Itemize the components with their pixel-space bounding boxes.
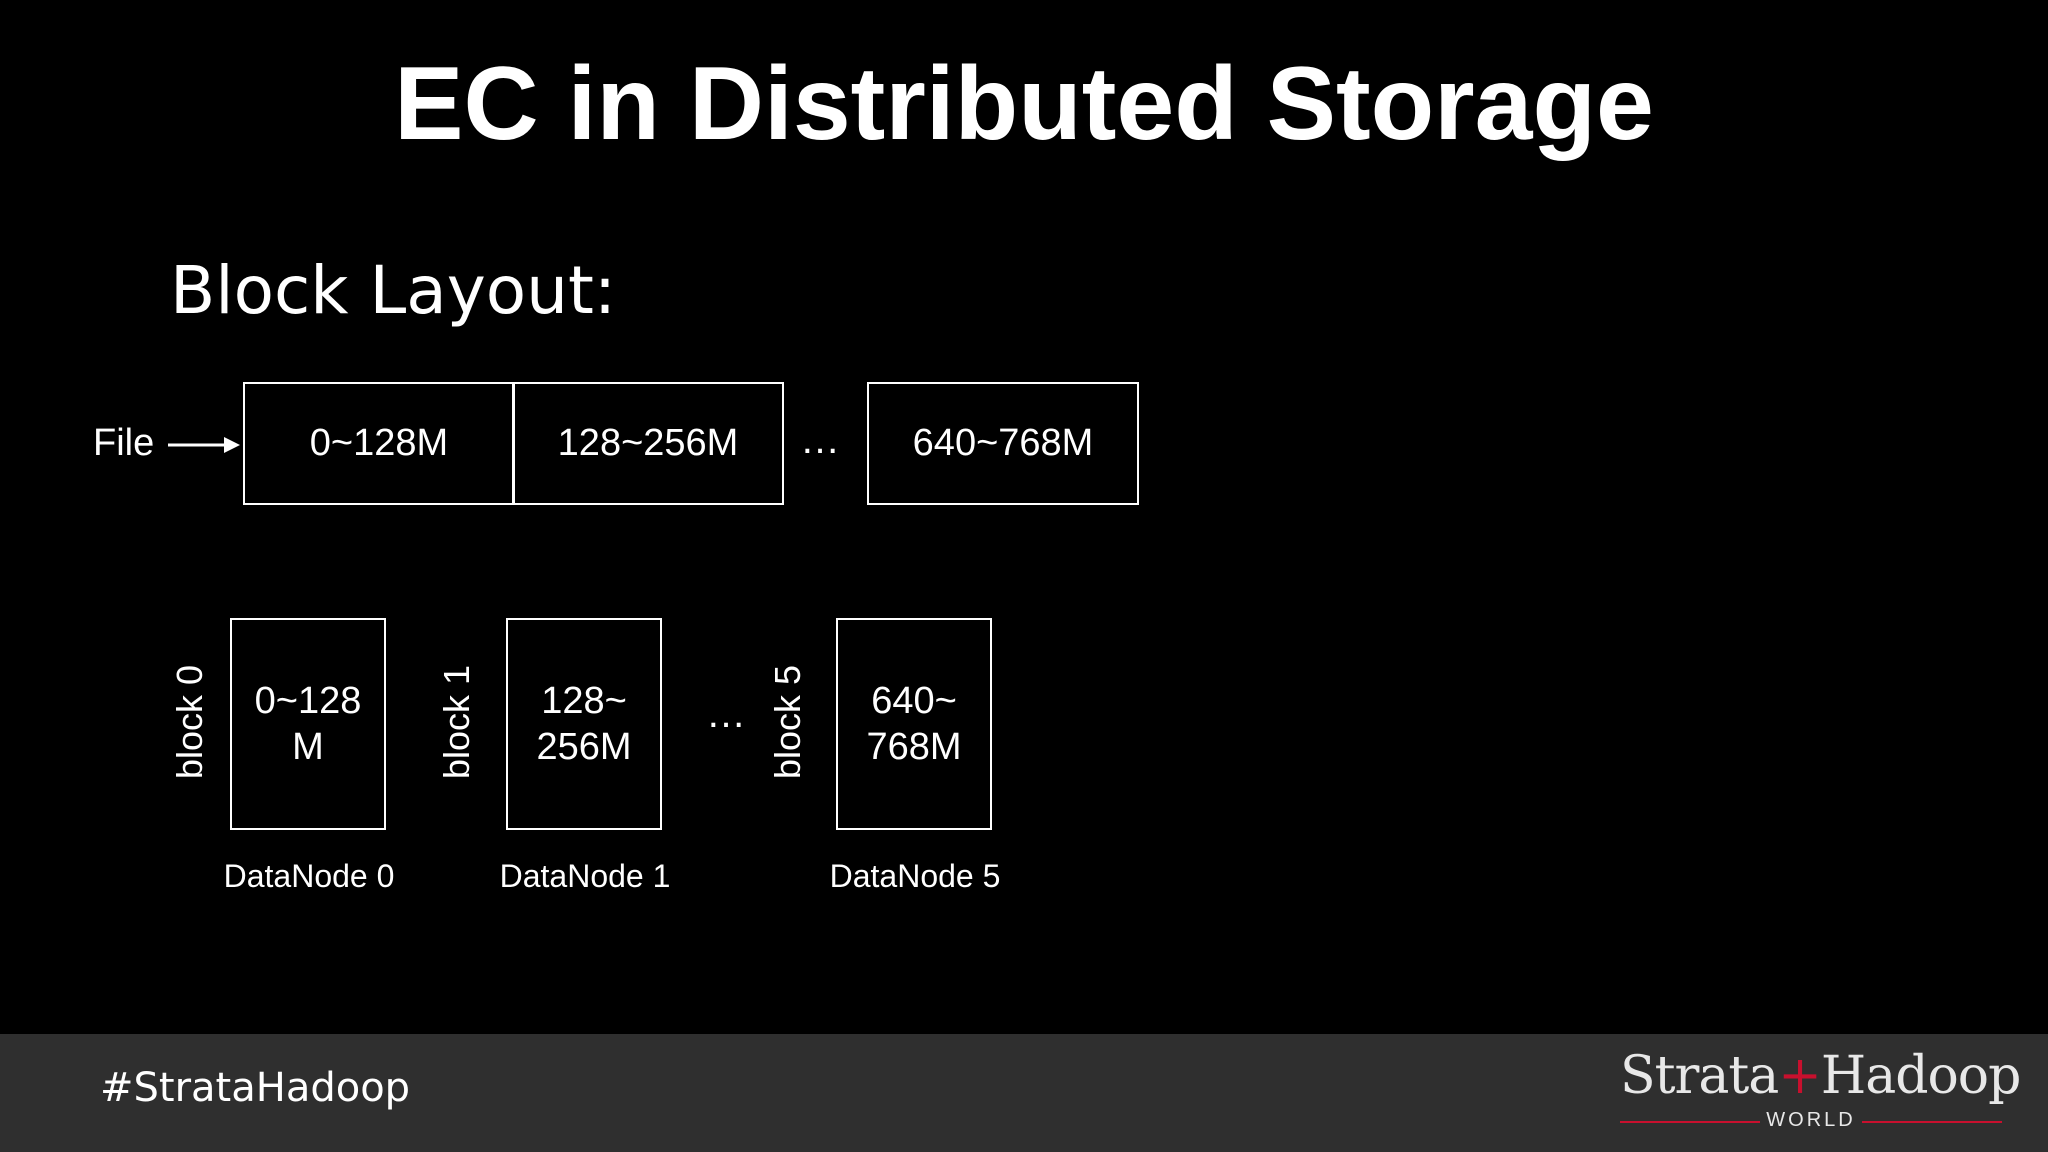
logo-plus: + xyxy=(1778,1046,1822,1106)
block-1-range-line1: 128~ xyxy=(541,680,627,722)
logo-word-strata: Strata xyxy=(1620,1046,1779,1106)
block-5-range-line2: 768M xyxy=(866,726,962,768)
datanode-label-0: DataNode 0 xyxy=(223,858,395,894)
slide-title: EC in Distributed Storage xyxy=(394,46,1654,162)
logo-wordmark: Strata+Hadoop xyxy=(1620,1050,2021,1102)
logo-rule-left xyxy=(1620,1121,1760,1123)
block-box-5: 640~ 768M xyxy=(836,618,992,830)
block-0-range-line2: M xyxy=(292,726,324,768)
ellipsis-block-row: … xyxy=(706,692,748,736)
file-label: File xyxy=(93,422,155,464)
block-1-range-line2: 256M xyxy=(536,726,632,768)
block-box-1: 128~ 256M xyxy=(506,618,662,830)
file-segment-1: 128~256M xyxy=(512,382,784,505)
block-label-0: block 0 xyxy=(169,664,210,780)
ellipsis-file-row: … xyxy=(800,418,842,462)
section-heading: Block Layout: xyxy=(170,252,617,329)
block-label-5: block 5 xyxy=(767,664,808,780)
block-0-range-line1: 0~128 xyxy=(254,680,362,722)
logo-rule-right xyxy=(1862,1121,2002,1123)
block-5-range-line1: 640~ xyxy=(871,680,957,722)
footer-bar xyxy=(0,1034,2048,1152)
hashtag-text: #StrataHadoop xyxy=(100,1065,411,1111)
block-label-1: block 1 xyxy=(436,664,477,780)
arrow-right-icon xyxy=(168,437,240,453)
strata-hadoop-logo: Strata+Hadoop WORLD xyxy=(1620,1050,2021,1140)
file-segment-2: 640~768M xyxy=(867,382,1139,505)
datanode-label-5: DataNode 5 xyxy=(829,858,1001,894)
datanode-label-1: DataNode 1 xyxy=(499,858,671,894)
logo-world: WORLD xyxy=(1766,1109,1856,1131)
logo-word-hadoop: Hadoop xyxy=(1820,1046,2022,1106)
block-box-0: 0~128 M xyxy=(230,618,386,830)
file-segment-0: 0~128M xyxy=(243,382,515,505)
